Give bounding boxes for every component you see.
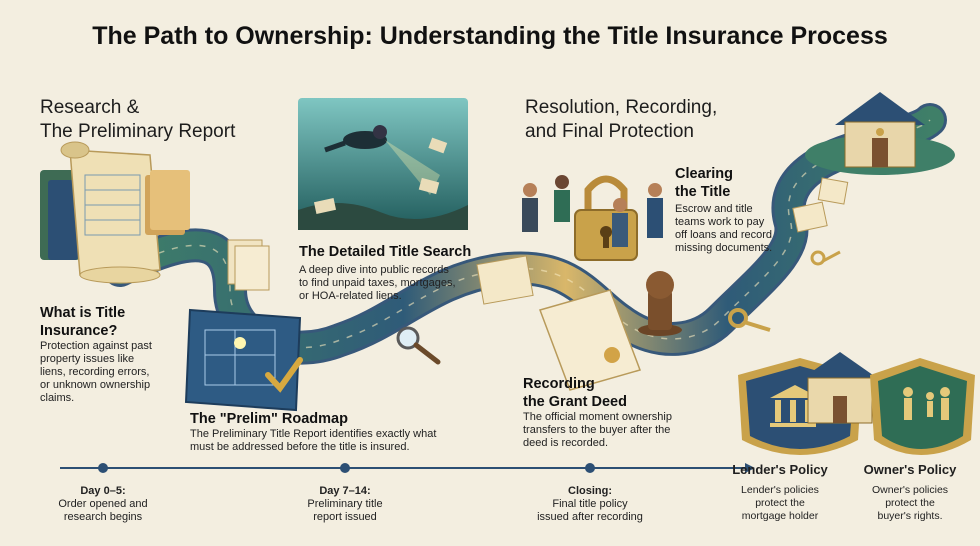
house-icon — [805, 92, 955, 175]
scroll-icon — [40, 141, 190, 284]
timeline-item-title: Day 0–5: — [80, 485, 126, 497]
key-icon — [728, 250, 841, 332]
timeline-item: Day 7–14: Preliminary title report issue… — [280, 485, 410, 524]
stamp-icon — [638, 271, 682, 336]
timeline-item: Closing: Final title policy issued after… — [515, 485, 665, 524]
timeline-item: Day 0–5: Order opened and research begin… — [38, 485, 168, 524]
timeline-item-title: Closing: — [568, 485, 612, 497]
magnifier-icon — [396, 326, 441, 365]
clearing-title: Clearing the Title — [675, 166, 734, 200]
page-title: The Path to Ownership: Understanding the… — [92, 22, 888, 50]
section-resolution-title: Resolution, Recording, and Final Protect… — [525, 97, 718, 142]
family-icon — [870, 358, 975, 455]
checkmark-icon — [265, 357, 303, 393]
owner-policy-text: Owner's policies protect the buyer's rig… — [871, 484, 949, 522]
timeline-item-text: Order opened and research begins — [58, 498, 148, 523]
section-research-title: Research & The Preliminary Report — [40, 97, 236, 142]
clearing-text: Escrow and title teams work to pay off l… — [675, 203, 773, 254]
lender-policy-text: Lender's policies protect the mortgage h… — [741, 484, 819, 522]
timeline-item-text: Preliminary title report issued — [307, 498, 383, 523]
timeline-bar — [60, 463, 755, 473]
blueprint-icon — [184, 308, 302, 412]
lender-policy-title: Lender's Policy — [732, 462, 828, 477]
workers — [522, 175, 663, 247]
timeline-item-title: Day 7–14: — [319, 485, 371, 497]
owner-policy-title: Owner's Policy — [863, 462, 957, 477]
recording-text: The official moment ownership transfers … — [523, 411, 672, 449]
search-text: A deep dive into public records to find … — [299, 264, 456, 302]
recording-title: Recording the Grant Deed — [523, 376, 627, 410]
prelim-title: The "Prelim" Roadmap — [190, 411, 348, 427]
timeline-item-text: Final title policy issued after recordin… — [537, 498, 643, 523]
search-title: The Detailed Title Search — [299, 244, 472, 260]
prelim-text: The Preliminary Title Report identifies … — [190, 428, 437, 453]
what-is-title: What is Title Insurance? — [40, 305, 126, 339]
what-is-text: Protection against past property issues … — [40, 340, 152, 404]
diver-icon — [298, 98, 468, 230]
